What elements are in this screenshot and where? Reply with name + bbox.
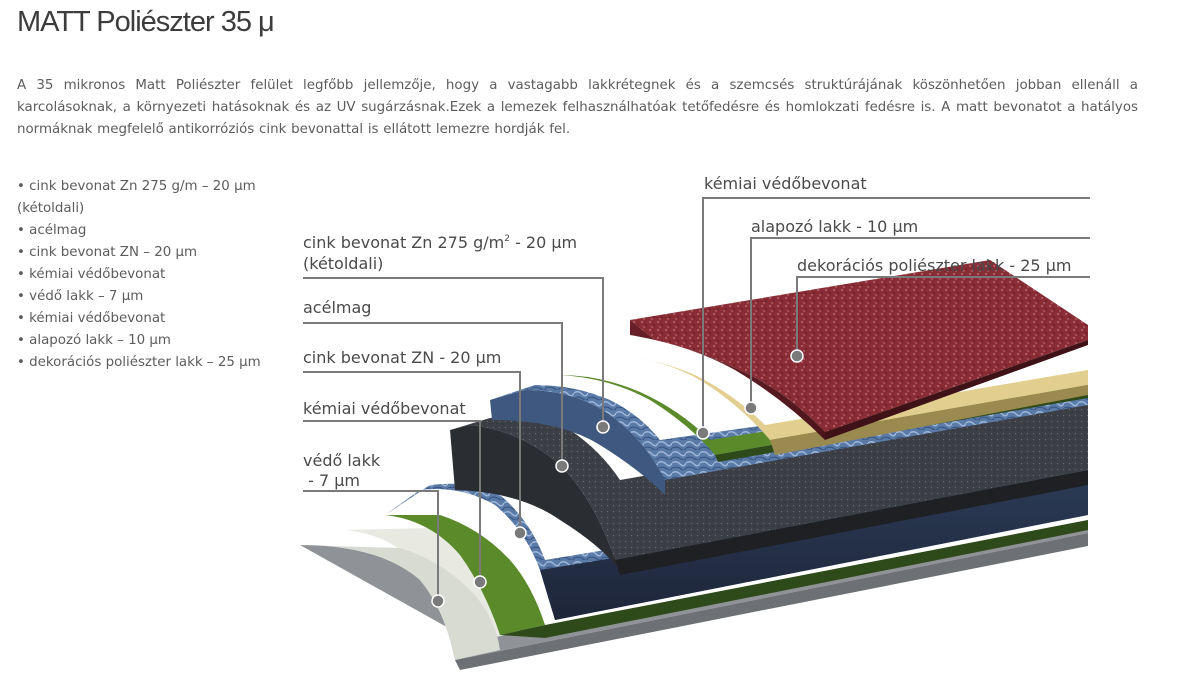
feature-item: kémiai védőbevonat [17,308,277,330]
feature-item: acélmag [17,220,277,242]
decor-polyester-layer [630,260,1088,440]
leader-dots [431,349,804,608]
green-chem-layer-left [345,515,1088,638]
label-zinc-bottom: cink bevonat ZN - 20 µm [303,348,501,367]
label-chem-left: kémiai védőbevonat [303,399,466,418]
label-steel: acélmag [303,298,371,317]
label-zinc-top: cink bevonat Zn 275 g/m2 - 20 µm [303,233,577,252]
feature-item: kémiai védőbevonat [17,264,277,286]
feature-item: alapozó lakk – 10 µm [17,330,277,352]
grey-base-layer [300,520,1088,670]
label-chem-right: kémiai védőbevonat [704,174,867,193]
label-zinc-top-sub: (kétoldali) [303,254,383,273]
layer-cross-section-diagram: cink bevonat Zn 275 g/m2 - 20 µm (kétold… [300,174,1090,670]
label-decor: dekorációs poliészter lakk - 25 µm [797,256,1071,275]
label-lacquer-sub: - 7 µm [303,471,360,490]
intro-paragraph: A 35 mikronos Matt Poliészter felület le… [17,78,1138,137]
feature-item: védő lakk – 7 µm [17,286,277,308]
page-title: MATT Poliészter 35 μ [17,6,275,38]
steel-core-layer [450,400,1088,575]
feature-item: dekorációs poliészter lakk – 25 µm [17,352,277,374]
label-lacquer: védő lakk [303,451,381,470]
leader-lines [303,197,1090,601]
feature-item: cink bevonat ZN – 20 µm [17,242,277,264]
label-primer: alapozó lakk - 10 µm [751,217,918,236]
feature-list: cink bevonat Zn 275 g/m – 20 µm (kétolda… [17,176,277,374]
feature-item: cink bevonat Zn 275 g/m – 20 µm (kétolda… [17,176,277,220]
